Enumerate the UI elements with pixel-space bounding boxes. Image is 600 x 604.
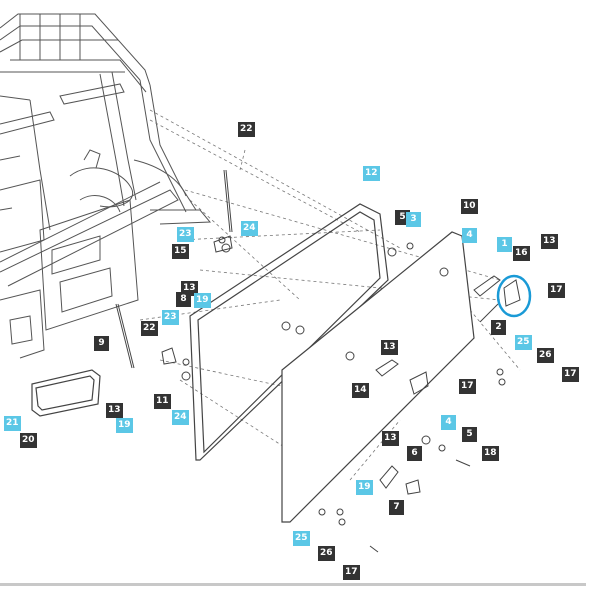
cab-frame-drawing xyxy=(0,13,212,359)
rear-glass-seal xyxy=(189,203,389,461)
callout-17: 17 xyxy=(459,379,476,394)
callout-17: 17 xyxy=(562,367,579,382)
callout-10: 10 xyxy=(461,199,478,214)
callout-2: 2 xyxy=(491,320,506,335)
highlight-circle xyxy=(496,274,532,318)
hardware-parts xyxy=(161,235,521,553)
callout-13: 13 xyxy=(381,340,398,355)
callout-25: 25 xyxy=(515,335,532,350)
gas-struts xyxy=(115,169,233,369)
callout-18: 18 xyxy=(482,446,499,461)
callout-11: 11 xyxy=(154,394,171,409)
callout-5: 5 xyxy=(462,427,477,442)
callout-25: 25 xyxy=(293,531,310,546)
callout-13: 13 xyxy=(106,403,123,418)
callout-23: 23 xyxy=(162,310,179,325)
callout-13: 13 xyxy=(382,431,399,446)
callout-17: 17 xyxy=(343,565,360,580)
callout-23: 23 xyxy=(177,227,194,242)
callout-12: 12 xyxy=(363,166,380,181)
callout-16: 16 xyxy=(513,246,530,261)
small-window-parts xyxy=(31,369,101,417)
callout-26: 26 xyxy=(537,348,554,363)
callout-24: 24 xyxy=(172,410,189,425)
callout-3: 3 xyxy=(406,212,421,227)
callout-8: 8 xyxy=(176,292,191,307)
callout-20: 20 xyxy=(20,433,37,448)
dashed-leaders xyxy=(139,109,521,481)
callout-22: 22 xyxy=(238,122,255,137)
callout-4: 4 xyxy=(462,228,477,243)
callout-19: 19 xyxy=(194,293,211,308)
rear-window-panel xyxy=(281,231,475,523)
callout-26: 26 xyxy=(318,546,335,561)
callout-22: 22 xyxy=(141,321,158,336)
callout-24: 24 xyxy=(241,221,258,236)
bottom-rule xyxy=(0,583,586,586)
callout-4: 4 xyxy=(441,415,456,430)
callout-13: 13 xyxy=(541,234,558,249)
callout-14: 14 xyxy=(352,383,369,398)
callout-1: 1 xyxy=(497,237,512,252)
callout-17: 17 xyxy=(548,283,565,298)
callout-21: 21 xyxy=(4,416,21,431)
callout-19: 19 xyxy=(356,480,373,495)
callout-15: 15 xyxy=(172,244,189,259)
callout-9: 9 xyxy=(94,336,109,351)
callout-6: 6 xyxy=(407,446,422,461)
callout-7: 7 xyxy=(389,500,404,515)
callout-19: 19 xyxy=(116,418,133,433)
